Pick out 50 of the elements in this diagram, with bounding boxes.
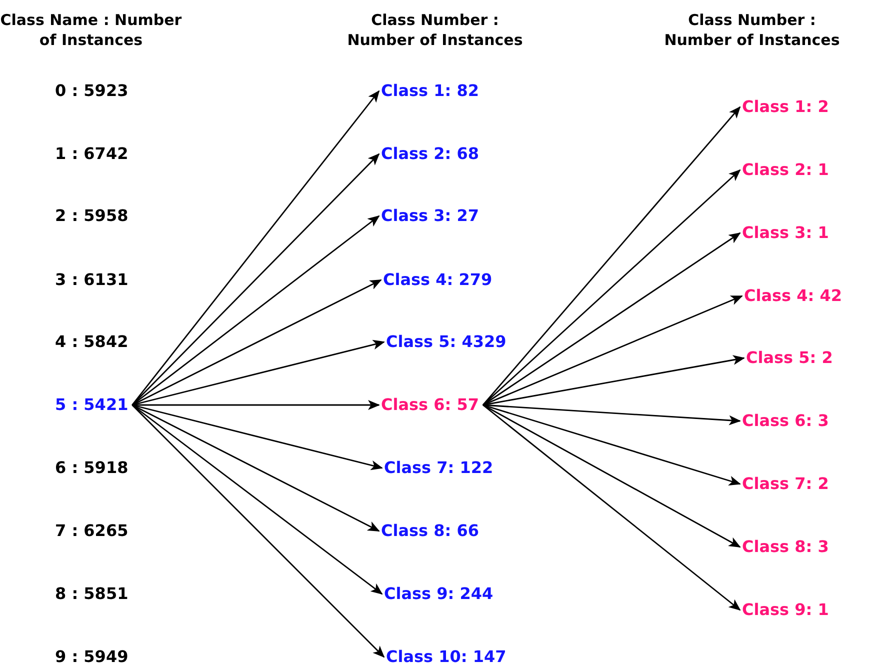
count-label: Class 10: 147 (386, 647, 506, 667)
count-label: Class 6: 57 (381, 395, 480, 415)
count-label: 9 : 5949 (55, 647, 128, 667)
arrow (482, 169, 741, 406)
count-label: Class 8: 66 (381, 521, 480, 541)
count-label: Class 3: 1 (742, 223, 829, 243)
count-label: 2 : 5958 (55, 206, 128, 226)
arrow (482, 404, 741, 611)
arrow (482, 106, 741, 406)
column-heading: Class Number : Number of Instances (346, 10, 524, 50)
count-label: Class 5: 2 (746, 348, 833, 368)
arrow (132, 279, 382, 406)
column-heading: Class Name : Number of Instances (0, 10, 183, 50)
arrow (132, 404, 380, 532)
count-label: 5 : 5421 (55, 395, 128, 415)
arrow (482, 404, 741, 548)
arrow (132, 90, 380, 406)
count-label: Class 9: 244 (384, 584, 494, 604)
arrow (132, 153, 380, 406)
count-label: 8 : 5851 (55, 584, 128, 604)
count-label: 7 : 6265 (55, 521, 128, 541)
arrow (132, 404, 385, 658)
count-label: Class 4: 279 (383, 270, 492, 290)
arrow (132, 400, 380, 410)
count-label: Class 3: 27 (381, 206, 480, 226)
arrow (132, 404, 383, 470)
arrow (132, 340, 385, 406)
count-label: Class 6: 3 (742, 411, 829, 431)
count-label: Class 9: 1 (742, 600, 829, 620)
arrow (132, 215, 380, 406)
count-label: Class 2: 1 (742, 160, 829, 180)
count-label: Class 7: 122 (384, 458, 494, 478)
count-label: Class 7: 2 (742, 474, 829, 494)
count-label: 4 : 5842 (55, 332, 128, 352)
count-label: Class 2: 68 (381, 144, 480, 164)
count-label: 1 : 6742 (55, 144, 128, 164)
count-label: 3 : 6131 (55, 270, 128, 290)
count-label: 6 : 5918 (55, 458, 128, 478)
arrow (482, 232, 741, 406)
arrow (482, 404, 741, 426)
count-label: Class 5: 4329 (386, 332, 506, 352)
count-label: Class 1: 2 (742, 97, 829, 117)
column-heading: Class Number : Number of Instances (663, 10, 841, 50)
count-label: 0 : 5923 (55, 81, 128, 101)
count-label: Class 1: 82 (381, 81, 480, 101)
arrow (482, 404, 741, 486)
arrow (132, 404, 383, 595)
count-label: Class 4: 42 (744, 286, 842, 306)
count-label: Class 8: 3 (742, 537, 829, 557)
arrow (482, 295, 743, 406)
